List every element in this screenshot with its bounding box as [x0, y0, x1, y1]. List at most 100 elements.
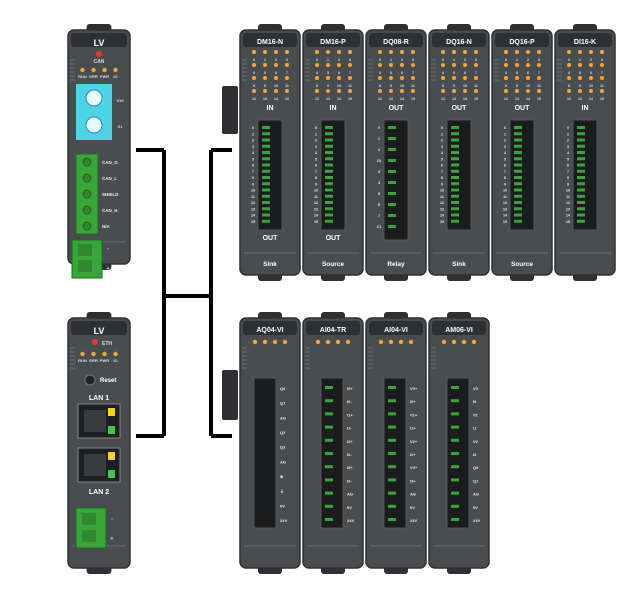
power-pin: [78, 244, 92, 256]
terminal-pin-label: I1: [473, 426, 477, 431]
terminal-pin-label: 13: [440, 207, 444, 211]
io-led-label: 10: [589, 84, 593, 88]
io-led-label: 11: [537, 84, 541, 88]
status-led: [80, 351, 85, 357]
io-led-label: 4: [253, 71, 255, 75]
io-led-label: 8: [442, 84, 444, 88]
status-led: [91, 351, 96, 357]
io-led: [578, 50, 582, 54]
io-led-label: 10: [337, 84, 341, 88]
io-led-label: 7: [412, 71, 414, 75]
io-led-label: 15: [348, 97, 352, 101]
terminal-contact: [325, 504, 333, 508]
terminal-contact: [388, 137, 396, 140]
terminal-contact: [388, 170, 396, 173]
io-led-label: 2: [464, 58, 466, 62]
io-led: [378, 89, 382, 93]
terminal-pin-label: 3: [567, 145, 569, 149]
io-led: [463, 89, 467, 93]
status-led: [80, 67, 85, 73]
terminal-contact: [325, 412, 333, 416]
terminal-pin-label: 1: [378, 137, 380, 141]
io-led-label: 15: [285, 97, 289, 101]
io-led-label: 13: [326, 97, 330, 101]
io-led-label: 11: [474, 84, 478, 88]
io-led: [400, 63, 404, 67]
terminal-contact: [451, 144, 459, 148]
terminal-contact: [451, 138, 459, 142]
io-led: [411, 63, 415, 67]
terminal-contact: [325, 478, 333, 482]
io-led-label: 2: [275, 58, 277, 62]
terminal-pin-label: 4: [378, 181, 380, 185]
terminal-contact: [325, 452, 333, 455]
io-led-label: 5: [516, 71, 518, 75]
analog-io-rack: AQ04-VIQ0Q1AGQ2Q3AG⊕⏚0V24VAI04-TRI0+I0-I…: [222, 312, 490, 574]
io-led-label: 8: [253, 84, 255, 88]
power-sign: -: [107, 246, 109, 252]
terminal-contact: [451, 132, 459, 136]
terminal-pin-label: V2: [473, 439, 479, 444]
terminal-pin-label: Q0: [473, 465, 479, 470]
terminal-contact: [325, 138, 333, 142]
io-led: [378, 76, 382, 80]
io-led-label: 6: [590, 71, 592, 75]
terminal-pin-label: 5: [567, 157, 569, 161]
io-led-label: 10: [526, 84, 530, 88]
led-label: ERR: [89, 74, 98, 79]
io-led-label: 2: [338, 58, 340, 62]
power-led: [96, 51, 102, 57]
terminal-contact: [325, 491, 333, 495]
io-led-label: 3: [538, 58, 540, 62]
terminal-contact: [514, 219, 522, 223]
terminal-contact: [514, 151, 522, 154]
io-led-label: 9: [579, 84, 581, 88]
terminal-pin-label: 7: [567, 170, 569, 174]
terminal-pin-label: 10: [314, 189, 318, 193]
module-top-band: [306, 321, 360, 335]
io-led: [600, 89, 604, 93]
io-led-label: 0: [379, 58, 381, 62]
terminal-contact: [577, 138, 585, 142]
io-led-label: 10: [463, 84, 467, 88]
io-led-label: 13: [263, 97, 267, 101]
io-led: [589, 50, 593, 54]
terminal-contact: [325, 176, 333, 179]
io-led: [589, 63, 593, 67]
terminal-contact: [451, 157, 459, 161]
terminal-contact: [325, 188, 333, 192]
io-led: [474, 89, 478, 93]
io-led: [537, 76, 541, 80]
terminal-pin-label: 8: [567, 176, 569, 180]
terminal-contact: [388, 478, 396, 482]
terminal-pin-label: I2: [473, 452, 477, 457]
terminal-contact: [514, 207, 522, 211]
terminal-pin-label: ⏚: [280, 488, 284, 494]
terminal-contact: [451, 163, 459, 167]
terminal-block: [572, 119, 598, 231]
io-led-label: 12: [441, 97, 445, 101]
terminal-contact: [262, 207, 270, 211]
terminal-contact: [325, 438, 333, 442]
io-led: [400, 89, 404, 93]
io-led-label: 1: [516, 58, 518, 62]
module-name: AI04-TR: [320, 327, 346, 334]
led-label: PWR: [100, 358, 109, 363]
module-name: AM06-VI: [445, 327, 473, 334]
terminal-label: CAN_L: [102, 176, 117, 181]
io-led-label: 5: [327, 71, 329, 75]
terminal-contact: [451, 182, 459, 186]
io-led: [326, 89, 330, 93]
status-led: [262, 339, 268, 345]
io-led: [326, 76, 330, 80]
io-led-label: 0: [442, 58, 444, 62]
power-led: [92, 339, 98, 345]
io-led-label: 2: [527, 58, 529, 62]
io-led-label: 11: [285, 84, 289, 88]
terminal-contact: [451, 412, 459, 416]
terminal-pin-label: 13: [566, 207, 570, 211]
terminal-block: [257, 119, 283, 231]
terminal-pin-label: 5: [504, 157, 506, 161]
io-led-label: 13: [515, 97, 519, 101]
